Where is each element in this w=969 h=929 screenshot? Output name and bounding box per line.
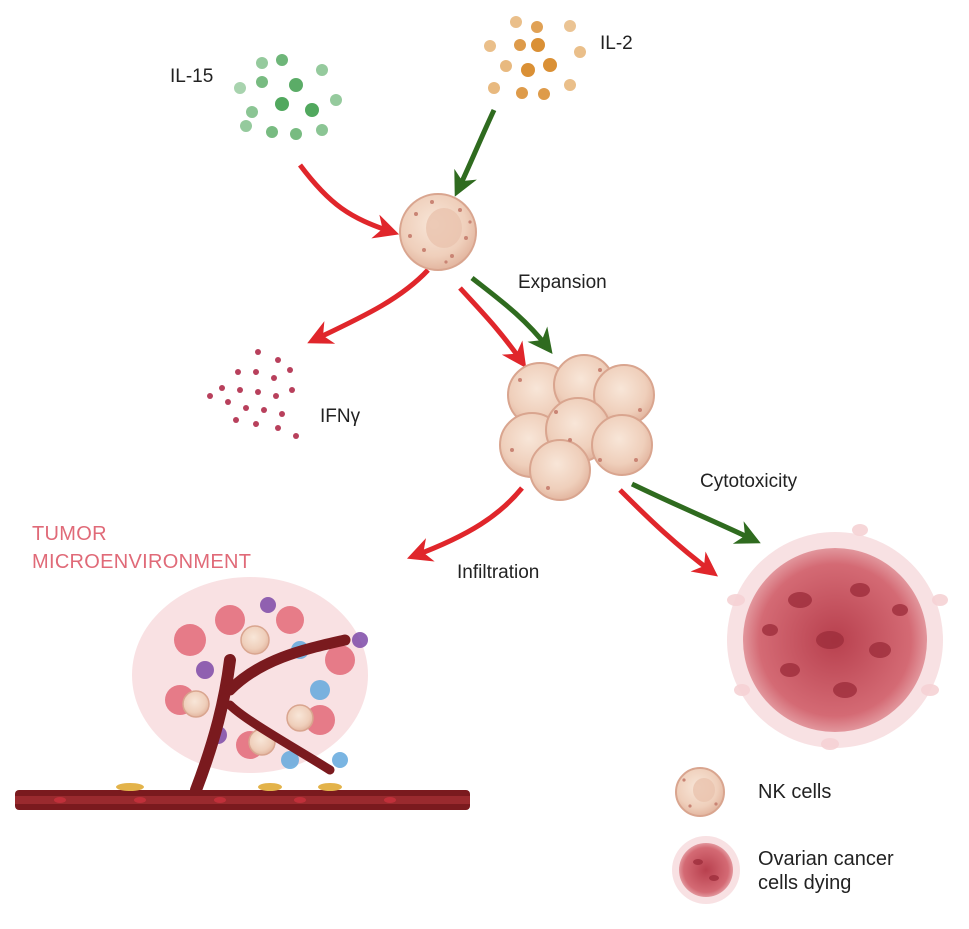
il2-label: IL-2 (600, 33, 633, 55)
expansion-label: Expansion (518, 272, 607, 294)
arrow-il2-to-nk (458, 110, 494, 190)
arrow-expansion-red (460, 288, 522, 362)
infiltration-label: Infiltration (457, 562, 539, 584)
nk-cell-icon (400, 194, 476, 270)
ifn-gamma-label: IFNγ (320, 406, 360, 428)
expanded-nk-cells (500, 355, 654, 500)
legend-cancer-icon (672, 836, 740, 904)
cytotoxicity-label: Cytotoxicity (700, 471, 797, 493)
legend-cancer-label-line2: cells dying (758, 872, 851, 895)
il15-cytokines (234, 54, 342, 140)
il15-label: IL-15 (170, 66, 213, 88)
il2-cytokines (484, 16, 586, 100)
arrow-infiltration (414, 488, 522, 556)
tme-title-line2: MICROENVIRONMENT (32, 551, 251, 574)
arrow-nk-to-ifn (314, 270, 428, 340)
ifn-gamma-dots (207, 349, 299, 439)
tumor-microenvironment (15, 577, 470, 810)
arrow-il15-to-nk (300, 165, 392, 232)
legend-nk-icon (676, 768, 724, 816)
legend-nk-label: NK cells (758, 781, 831, 804)
tme-title-line1: TUMOR (32, 523, 107, 546)
legend-cancer-label-line1: Ovarian cancer (758, 848, 894, 871)
dying-cancer-cells (727, 524, 948, 750)
